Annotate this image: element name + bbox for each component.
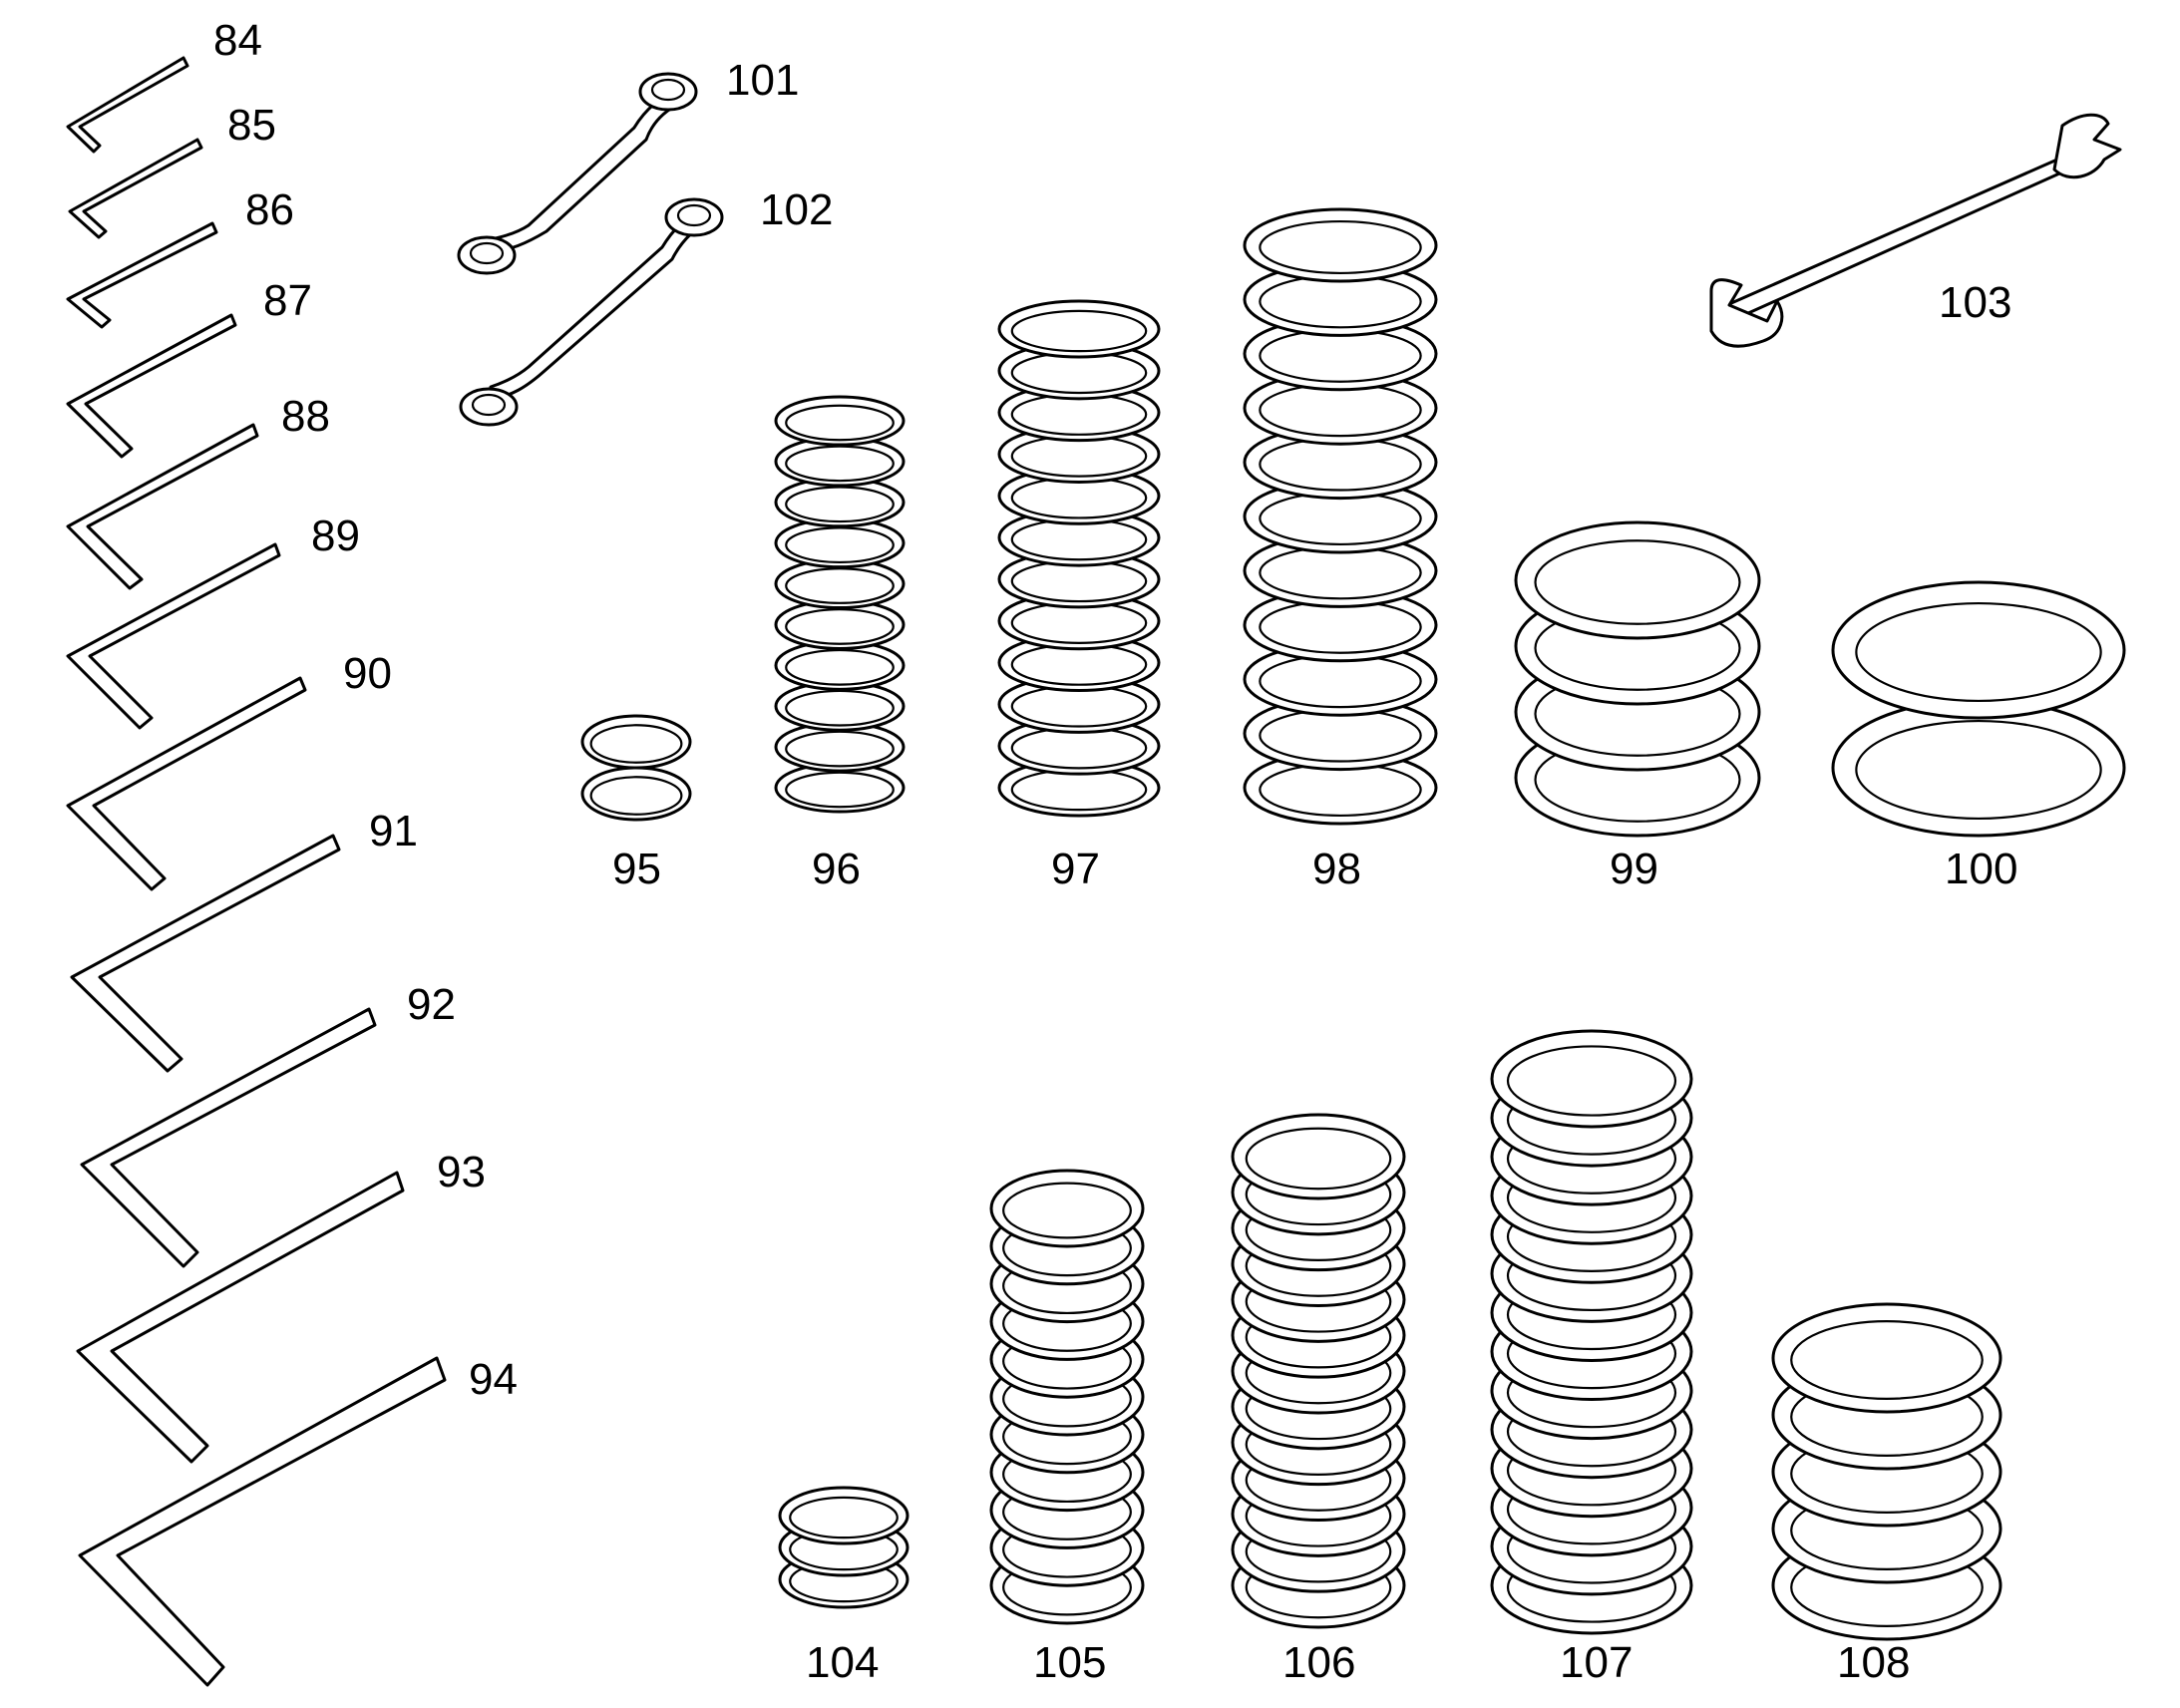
ring-wrenches-group: [457, 72, 724, 427]
label-108: 108: [1837, 1638, 1910, 1687]
spring-99: [1514, 520, 1761, 838]
hex-key-92: [80, 1007, 377, 1268]
hex-key-88: [66, 423, 259, 590]
spring-coil: [997, 299, 1161, 359]
spring-coil: [1231, 1113, 1406, 1200]
label-98: 98: [1312, 845, 1361, 893]
label-86: 86: [245, 185, 294, 234]
spring-coil-inner: [1002, 1182, 1132, 1239]
spring-coil-inner: [1245, 1127, 1392, 1191]
spring-100: [1831, 580, 2126, 838]
spring-coil-inner: [785, 526, 895, 564]
spring-coil: [774, 395, 906, 447]
label-92: 92: [407, 980, 456, 1029]
spring-coil-inner: [785, 404, 895, 442]
spring-coil-inner: [785, 689, 895, 727]
label-90: 90: [343, 649, 392, 698]
label-94: 94: [469, 1355, 518, 1404]
hex-key-89: [66, 542, 281, 730]
spring-104: [778, 1486, 909, 1609]
label-95: 95: [612, 845, 661, 893]
label-88: 88: [281, 392, 330, 441]
spring-coil-inner: [1506, 1045, 1677, 1117]
spring-coil: [1490, 1029, 1693, 1129]
label-102: 102: [760, 185, 833, 234]
label-107: 107: [1560, 1638, 1633, 1687]
spring-coil: [1243, 207, 1438, 283]
open-end-wrench-103: [1709, 113, 2122, 348]
label-84: 84: [213, 16, 262, 65]
spring-coil-inner: [785, 648, 895, 686]
hex-keys-group: [66, 56, 447, 1687]
hex-key-84: [66, 56, 189, 154]
label-96: 96: [812, 845, 861, 893]
hex-key-93: [76, 1171, 405, 1464]
spring-coil-inner: [785, 730, 895, 768]
label-99: 99: [1610, 845, 1658, 893]
spring-107: [1490, 1029, 1693, 1635]
label-103: 103: [1939, 278, 2011, 327]
spring-coil-inner: [1855, 719, 2102, 821]
spring-coil-inner: [1259, 219, 1422, 275]
label-104: 104: [806, 1638, 879, 1687]
ring-wrench-101: [457, 72, 698, 275]
label-93: 93: [437, 1148, 486, 1196]
hex-key-86: [66, 221, 218, 329]
spring-coil: [580, 766, 692, 822]
label-87: 87: [263, 276, 312, 325]
spring-96: [774, 395, 906, 814]
label-101: 101: [726, 56, 799, 105]
label-100: 100: [1945, 845, 2017, 893]
spring-coil-inner: [785, 771, 895, 809]
spring-coil: [1514, 520, 1761, 640]
spring-coil-inner: [785, 486, 895, 523]
spring-coil: [989, 1169, 1145, 1248]
spring-coil-inner: [1534, 539, 1741, 625]
hex-key-90: [66, 676, 307, 891]
spring-coil-inner: [785, 567, 895, 604]
spring-coil-inner: [785, 608, 895, 645]
spring-106: [1231, 1113, 1406, 1629]
label-89: 89: [311, 512, 360, 560]
spring-coil-inner: [589, 724, 683, 764]
spring-coil-inner: [1855, 601, 2102, 703]
part-labels: 84 85 86 87 88 89 90 91 92 93 94 101 102…: [213, 16, 2017, 1687]
hex-key-91: [70, 834, 341, 1073]
spring-97: [997, 299, 1161, 818]
spring-coil: [778, 1486, 909, 1545]
spring-108: [1771, 1302, 2002, 1641]
spring-coil: [1831, 580, 2126, 720]
spring-coil-inner: [589, 776, 683, 816]
label-105: 105: [1033, 1638, 1106, 1687]
hex-key-85: [68, 138, 203, 239]
spring-coil-inner: [789, 1496, 899, 1539]
spring-coil: [580, 714, 692, 770]
spring-105: [989, 1169, 1145, 1625]
springs-group: [580, 207, 2126, 1641]
label-85: 85: [227, 101, 276, 150]
spring-95: [580, 714, 692, 822]
label-97: 97: [1051, 845, 1100, 893]
spring-coil-inner: [1790, 1320, 1984, 1400]
label-106: 106: [1282, 1638, 1355, 1687]
spring-coil-inner: [785, 445, 895, 483]
spring-98: [1243, 207, 1438, 826]
spring-coil: [1771, 1302, 2002, 1414]
ring-wrench-102: [459, 197, 724, 427]
spring-coil-inner: [1010, 309, 1148, 353]
label-91: 91: [369, 807, 418, 855]
hex-key-87: [66, 313, 237, 459]
hex-key-94: [78, 1356, 447, 1687]
